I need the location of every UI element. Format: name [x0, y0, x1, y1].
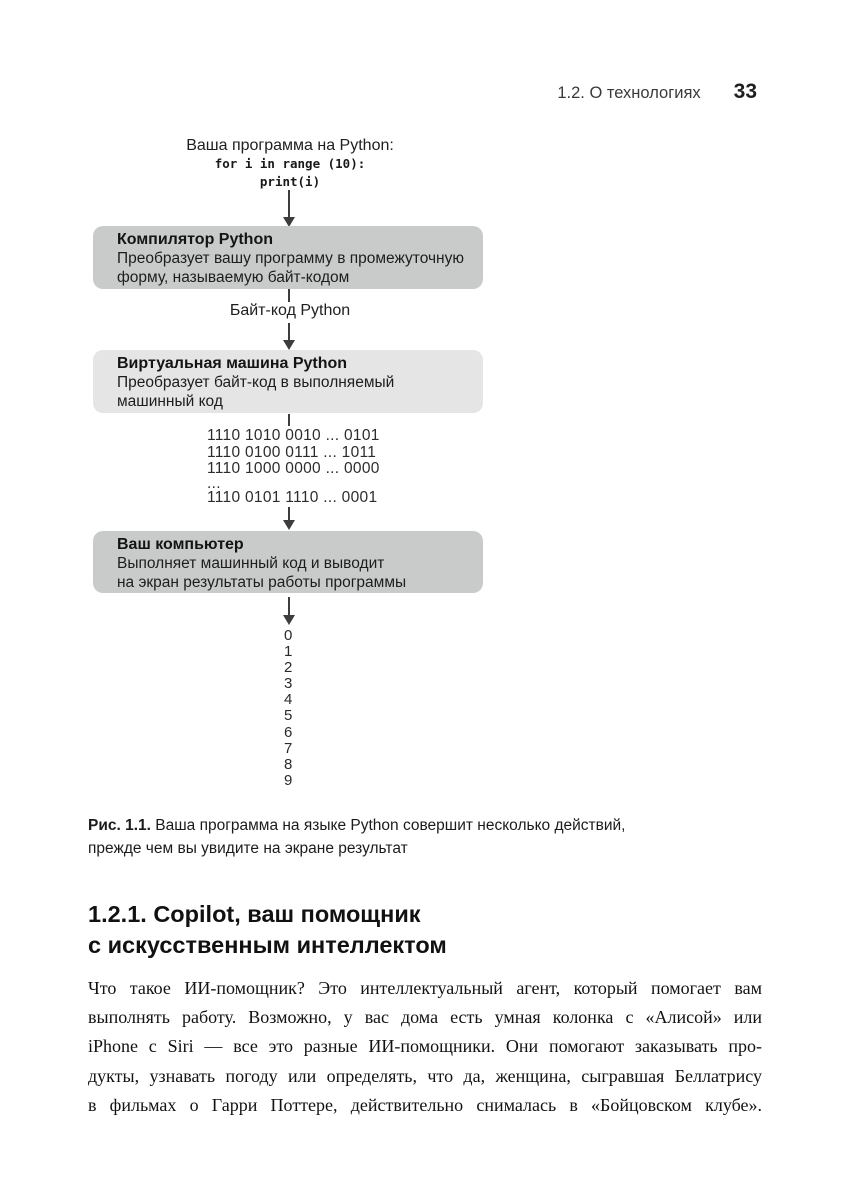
- connector-line: [288, 414, 290, 426]
- box-title: Компилятор Python: [117, 231, 273, 248]
- program-code-line: for i in range (10):: [214, 156, 366, 171]
- machine-code-line: 1110 1000 0000 ... 0000: [207, 460, 380, 477]
- machine-code-line: 1110 0101 1110 ... 0001: [207, 488, 378, 506]
- program-output-block: 0 1 2 3 4 5 6 7 8 9: [284, 627, 293, 789]
- program-code-line: print(i): [259, 173, 321, 189]
- output-digit: 7: [284, 739, 293, 757]
- box-title: Ваш компьютер: [117, 536, 244, 553]
- output-digit: 5: [284, 707, 293, 725]
- arrow-down-icon: [288, 323, 290, 340]
- arrow-down-icon: [288, 190, 290, 217]
- arrow-down-icon: [288, 597, 290, 615]
- bytecode-label: Байт-код Python: [229, 302, 351, 319]
- output-digit: 1: [284, 643, 293, 661]
- figure-caption-label: Рис. 1.1.: [88, 817, 151, 834]
- box-body-line: Выполняет машинный код и выводит: [117, 555, 385, 572]
- output-digit: 2: [284, 659, 293, 677]
- box-body-line: на экран результаты работы программы: [117, 574, 407, 591]
- output-digit: 8: [284, 755, 293, 773]
- paragraph-line: выполнять работу. Возможно, у вас дома е…: [88, 1007, 762, 1028]
- box-body-line: форму, называемую байт-кодом: [117, 269, 350, 286]
- figure-caption: Рис. 1.1. Ваша программа на языке Python…: [88, 814, 708, 860]
- connector-line: [288, 289, 290, 302]
- box-title: Виртуальная машина Python: [117, 355, 348, 372]
- output-digit: 0: [284, 627, 293, 644]
- box-body-line: машинный код: [117, 393, 223, 410]
- paragraph-line: Что такое ИИ-помощник? Это интеллектуаль…: [88, 978, 762, 998]
- output-digit: 6: [284, 723, 293, 741]
- output-digit: 4: [284, 691, 293, 709]
- program-source-label: Ваша программа на Python:: [186, 137, 394, 154]
- section-heading: 1.2.1. Copilot, ваш помощник с искусстве…: [88, 899, 447, 961]
- diagram-box-computer: Ваш компьютер Выполняет машинный код и в…: [93, 531, 483, 593]
- running-head: 1.2. О технологиях 33: [88, 80, 757, 104]
- machine-code-block: 1110 1010 0010 ... 0101 1110 0100 0111 .…: [207, 427, 380, 506]
- section-heading-line: 1.2.1. Copilot, ваш помощник: [88, 901, 421, 927]
- diagram-box-virtual-machine: Виртуальная машина Python Преобразует ба…: [93, 350, 483, 413]
- body-paragraph: Что такое ИИ-помощник? Это интеллектуаль…: [88, 978, 762, 1124]
- running-head-section: 1.2. О технологиях: [557, 84, 701, 102]
- box-body-line: Преобразует байт-код в выполняемый: [117, 374, 395, 391]
- machine-code-ellipsis: ...: [207, 474, 221, 492]
- arrow-down-icon: [288, 507, 290, 520]
- output-digit: 9: [284, 771, 293, 789]
- figure-caption-line: Рис. 1.1. Ваша программа на языке Python…: [88, 817, 626, 834]
- paragraph-line: iPhone с Siri — все это разные ИИ-помощн…: [88, 1036, 762, 1057]
- machine-code-line: 1110 1010 0010 ... 0101: [207, 427, 380, 444]
- paragraph-line: в фильмах о Гарри Поттере, действительно…: [88, 1094, 762, 1115]
- figure-caption-line: прежде чем вы увидите на экране результа…: [88, 840, 408, 857]
- page-number: 33: [733, 80, 757, 103]
- paragraph-line: дукты, узнавать погоду или определять, ч…: [88, 1065, 762, 1086]
- box-body-line: Преобразует вашу программу в промежуточн…: [117, 250, 464, 267]
- section-heading-line: с искусственным интеллектом: [88, 932, 447, 958]
- program-source-block: Ваша программа на Python: for i in range…: [93, 136, 487, 190]
- machine-code-line: 1110 0100 0111 ... 1011: [207, 443, 377, 461]
- output-digit: 3: [284, 675, 293, 693]
- diagram-box-compiler: Компилятор Python Преобразует вашу прогр…: [93, 226, 483, 289]
